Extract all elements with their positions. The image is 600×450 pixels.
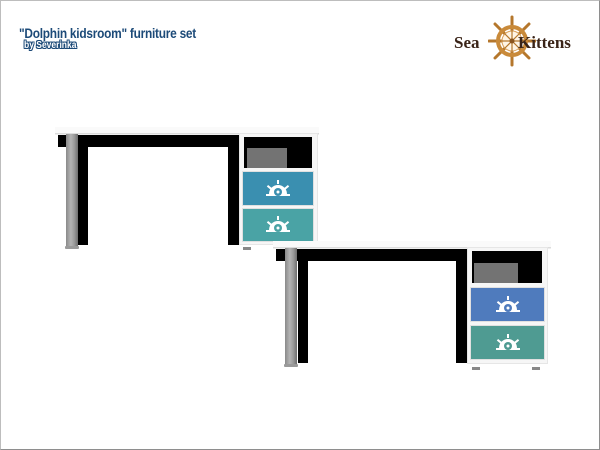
logo-word-right: Kittens [518,33,571,52]
desk-top [55,127,319,134]
drawer-cabinet [467,247,548,364]
cabinet-foot [532,367,540,370]
desk-side-panel [78,133,88,245]
cabinet-foot [243,247,251,250]
desk-shadow [276,247,466,261]
page-title: "Dolphin kidsroom" furniture set [19,25,197,41]
desk-leg-foot [65,246,79,249]
desk-leg-foot [284,364,298,367]
ship-wheel-icon [488,15,536,67]
desk-top [273,241,551,248]
open-shelf [472,251,542,283]
author-byline: by Severinka [24,40,77,51]
logo-word-left: Sea [454,33,480,52]
ship-wheel-icon [266,216,290,232]
desk-shadow [58,133,244,147]
open-shelf [244,137,312,168]
desk-leg [285,248,297,366]
ship-wheel-icon [495,333,520,350]
drawer-bottom[interactable] [470,325,545,360]
cabinet-foot [472,367,480,370]
drawer-top[interactable] [470,287,545,322]
drawer-cabinet [239,133,318,245]
ship-wheel-icon [495,295,520,312]
brand-logo: Sea Kittens [450,15,590,70]
drawer-top[interactable] [242,171,314,206]
desk-leg [66,134,78,248]
ship-wheel-icon [266,179,290,196]
drawer-bottom[interactable] [242,208,314,242]
desk-side-panel [298,247,308,363]
desk-side-panel [456,247,470,363]
